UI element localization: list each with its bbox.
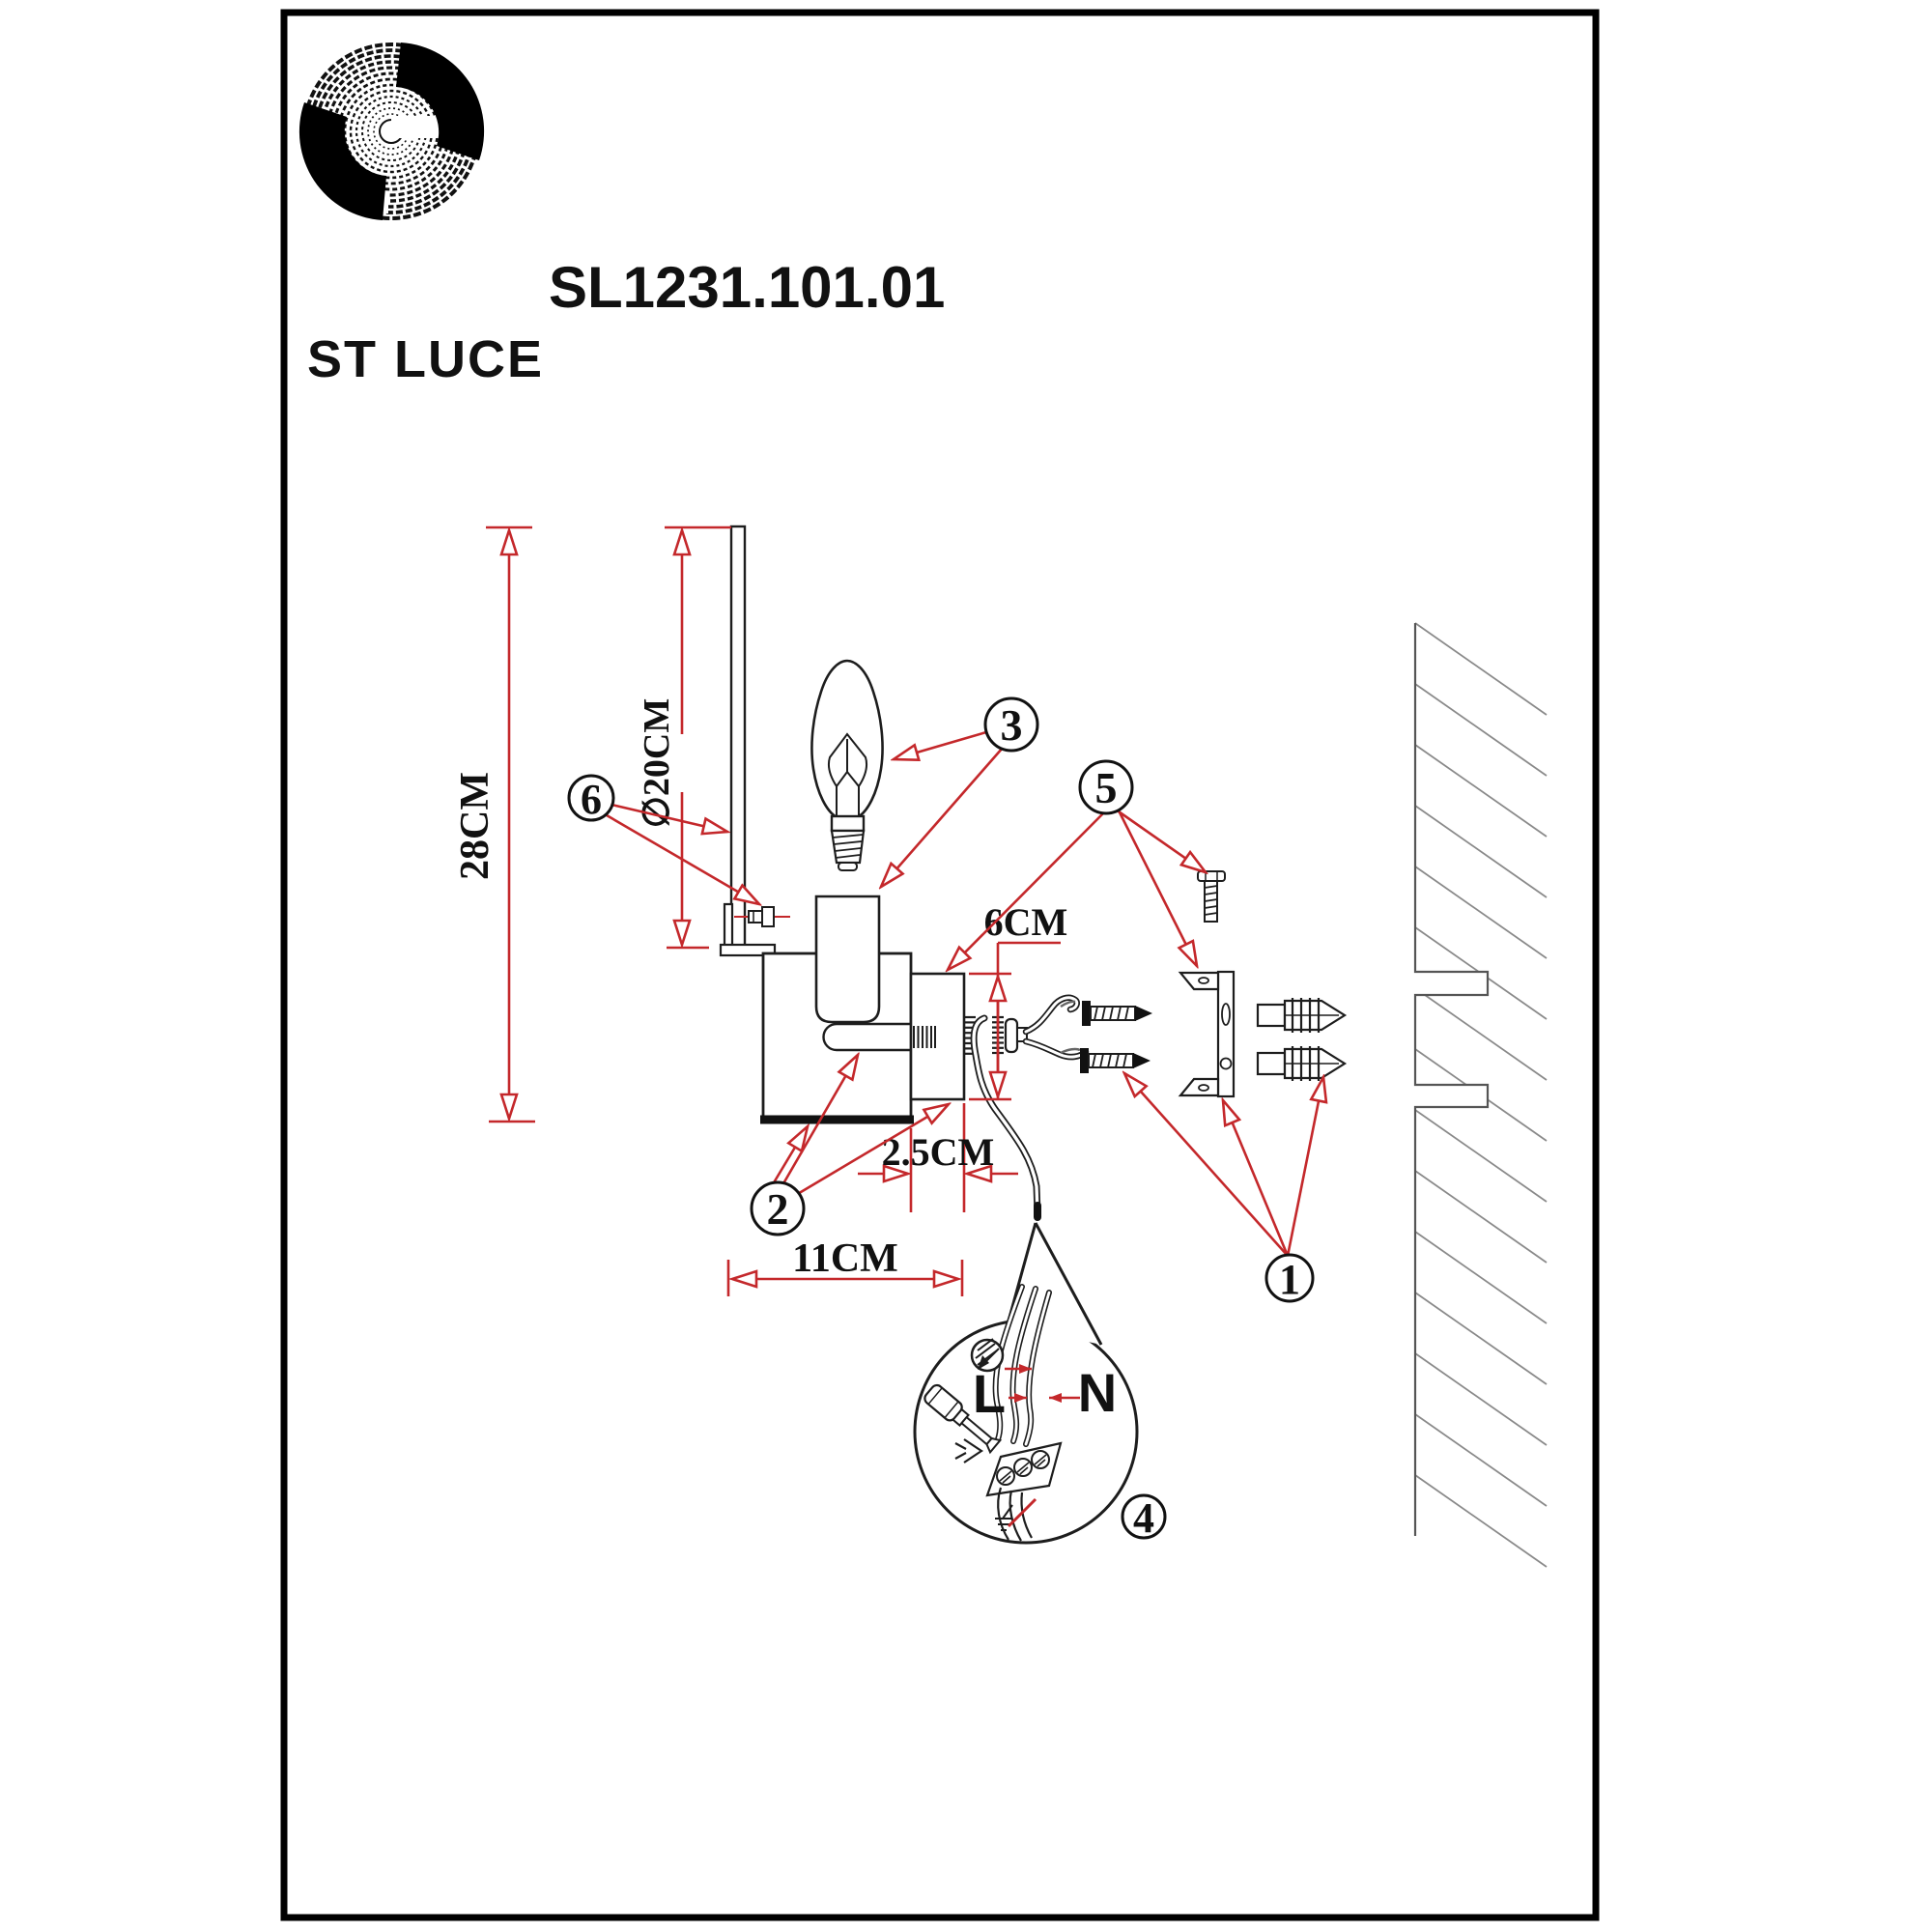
screwdriver-icon	[923, 1383, 1003, 1455]
page-frame	[280, 9, 1600, 1921]
ring-set-screw	[734, 906, 790, 927]
lamp-socket	[814, 895, 881, 1024]
callout-6: 6	[567, 774, 615, 823]
st-luce-spiral-logo	[288, 43, 490, 220]
brand-name: ST LUCE	[307, 330, 544, 388]
neutral-label: N	[1078, 1362, 1117, 1423]
dim-total-height-label: 28CM	[453, 772, 497, 880]
wire-scrap-1	[1060, 1000, 1076, 1009]
mounting-bracket	[1178, 970, 1236, 1098]
callout-5-leaders	[948, 808, 1206, 970]
model-number: SL1231.101.01	[549, 255, 945, 320]
supply-wire	[970, 1014, 1041, 1221]
push-direction-arrow	[954, 1438, 983, 1463]
dim-backplate-depth-label: 2.5CM	[882, 1130, 995, 1174]
terminal-block	[985, 1441, 1063, 1497]
dim-backplate-height-label: 6CM	[984, 900, 1068, 944]
dim-ring-diameter-label: ∅20CM	[637, 698, 677, 828]
wall-anchor-hole-2	[1414, 1086, 1487, 1106]
candle-bulb	[810, 659, 884, 871]
ground-terminal-icon	[970, 1338, 1005, 1373]
bulb-filament	[827, 732, 868, 816]
callout-5: 5	[1078, 759, 1134, 815]
wall-hatch	[1414, 622, 1548, 1568]
dim-total-depth-label: 11CM	[792, 1236, 898, 1281]
fastener-stack	[965, 1015, 1028, 1055]
ring-mount-foot	[719, 902, 777, 957]
terminal-wire-tails	[997, 1487, 1033, 1542]
dim-backplate-height	[969, 941, 1061, 1101]
callout-4: 4	[1121, 1493, 1167, 1542]
mounting-screw-vertical	[1197, 870, 1226, 923]
live-label: L	[973, 1363, 1006, 1424]
callout-1-number: 1	[1279, 1256, 1300, 1303]
callout-1-leaders	[1124, 1073, 1323, 1257]
callout-4-number: 4	[1133, 1494, 1154, 1542]
callout-6-number: 6	[581, 776, 602, 823]
threaded-nipple	[913, 1026, 936, 1048]
wall-edge	[1413, 623, 1490, 1536]
callout-2-number: 2	[767, 1184, 789, 1234]
callout-3-leaders	[881, 730, 1004, 887]
dim-ring-diameter	[665, 526, 731, 950]
decorative-ring-rod	[729, 525, 747, 951]
strike-mark	[1007, 1497, 1037, 1528]
dim-total-depth	[726, 1260, 964, 1296]
lamp-arm	[822, 1022, 913, 1052]
mounting-screw-2	[1080, 1048, 1151, 1073]
dim-backplate-depth	[858, 1103, 1018, 1212]
callout-6-leaders	[606, 803, 759, 904]
callout-3: 3	[983, 696, 1039, 753]
wire-scrap-2	[1060, 1047, 1081, 1055]
callout-2: 2	[750, 1180, 806, 1236]
mounting-screw-1	[1082, 1001, 1152, 1026]
detail-wire-pointers	[1005, 1364, 1080, 1403]
callout-1: 1	[1264, 1253, 1315, 1303]
wiring-detail: L N	[913, 1222, 1139, 1545]
dim-total-height	[486, 526, 535, 1123]
wall-section	[1413, 622, 1548, 1568]
wall-plug-2	[1256, 1046, 1348, 1081]
wall-anchor-hole-1	[1414, 973, 1487, 994]
callout-5-number: 5	[1095, 763, 1118, 812]
earth-symbol-icon	[995, 1504, 1013, 1531]
callout-2-leaders	[771, 1055, 949, 1197]
wall-plug-1	[1256, 998, 1348, 1033]
lamp-wires	[1022, 994, 1090, 1061]
callout-3-number: 3	[1001, 700, 1023, 750]
wall-backplate	[909, 972, 966, 1101]
